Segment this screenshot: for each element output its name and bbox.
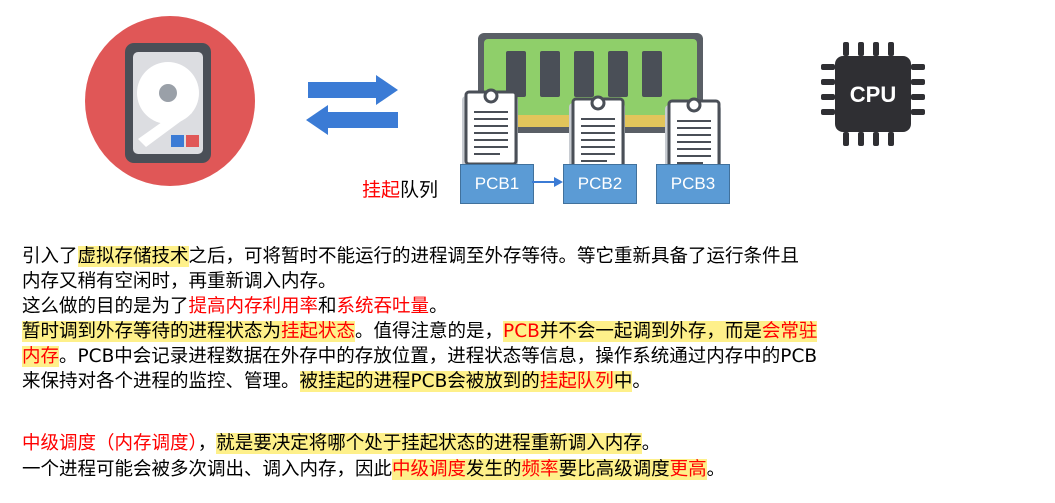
text-run: 。	[641, 433, 661, 454]
paragraph-line: 中级调度（内存调度），就是要决定将哪个处于挂起状态的进程重新调入内存。	[22, 431, 660, 456]
text-run: 引入了	[22, 246, 78, 267]
text-run: 。值得注意的是，	[355, 321, 504, 342]
text-run: 内存又稍有空闲时，再重新调入内存。	[22, 271, 337, 292]
queue-arrow-icon	[532, 177, 563, 187]
pcb-box: PCB3	[656, 164, 730, 204]
document-icon	[462, 88, 518, 168]
highlight-text: 被挂起的进程PCB会被放到的	[299, 371, 540, 392]
memory-module-icon	[478, 33, 703, 133]
hard-disk-icon	[85, 16, 255, 186]
text-run: ，	[197, 433, 217, 454]
swap-arrows-icon	[306, 75, 398, 135]
paragraph-line: 暂时调到外存等待的进程状态为挂起状态。值得注意的是，PCB并不会一起调到外存，而…	[22, 319, 818, 344]
text-run: 一个进程可能会被多次调出、调入内存，因此	[22, 459, 393, 480]
text-run: 这么做的目的是为了	[22, 296, 189, 317]
cpu-label: CPU	[850, 82, 896, 107]
queue-label: 挂起队列	[362, 175, 438, 202]
text-run: 。	[429, 296, 448, 317]
highlight-red-text: 内存	[22, 346, 60, 367]
red-text: 中级调度（内存调度）	[22, 433, 198, 454]
text-run: 和	[318, 296, 337, 317]
highlight-text: 要比高级调度	[558, 459, 670, 480]
text-run: 。PCB中会记录进程数据在外存中的存放位置，进程状态等信息，操作系统通过内存中的…	[59, 346, 818, 367]
text-run: 来保持对各个进程的监控、管理。	[22, 371, 300, 392]
document-icon	[665, 97, 721, 177]
paragraph-line: 引入了虚拟存储技术之后，可将暂时不能运行的进程调至外存等待。等它重新具备了运行条…	[22, 244, 799, 269]
highlight-text: 中	[613, 371, 633, 392]
paragraph-line: 来保持对各个进程的监控、管理。被挂起的进程PCB会被放到的挂起队列中。	[22, 369, 651, 394]
highlight-red-text: PCB	[503, 321, 540, 342]
text-run: 。	[706, 459, 726, 480]
highlight-text: 暂时调到外存等待的进程状态为	[22, 321, 282, 342]
queue-label-rest: 队列	[400, 179, 439, 201]
highlight-red-text: 挂起状态	[281, 321, 356, 342]
highlight-red-text: 会常驻	[761, 321, 818, 342]
red-text: 提高内存利用率	[188, 296, 319, 317]
pcb-box: PCB2	[563, 164, 637, 204]
queue-label-red: 挂起	[362, 179, 401, 201]
text-run: 之后，可将暂时不能运行的进程调至外存等待。等它重新具备了运行条件且	[188, 246, 800, 267]
paragraph-line: 内存。PCB中会记录进程数据在外存中的存放位置，进程状态等信息，操作系统通过内存…	[22, 344, 817, 369]
text-run: 。	[632, 371, 651, 392]
highlight-text: 并不会一起调到外存，而是	[539, 321, 762, 342]
highlight-red-text: 中级调度	[392, 459, 467, 480]
highlight-text: 虚拟存储技术	[77, 246, 189, 267]
red-text: 系统吞吐量	[336, 296, 430, 317]
paragraph-line: 这么做的目的是为了提高内存利用率和系统吞吐量。	[22, 294, 448, 319]
highlight-red-text: 挂起队列	[539, 371, 614, 392]
pcb-box: PCB1	[460, 164, 534, 204]
highlight-text: 就是要决定将哪个处于挂起状态的进程重新调入内存	[216, 433, 642, 454]
document-icon	[569, 95, 625, 175]
highlight-text: 发生的	[466, 459, 522, 480]
highlight-red-text: 频率	[521, 459, 559, 480]
cpu-chip-icon: CPU	[821, 42, 925, 146]
highlight-red-text: 更高	[669, 459, 707, 480]
paragraph-line: 一个进程可能会被多次调出、调入内存，因此中级调度发生的频率要比高级调度更高。	[22, 457, 725, 482]
paragraph-line: 内存又稍有空闲时，再重新调入内存。	[22, 269, 337, 294]
